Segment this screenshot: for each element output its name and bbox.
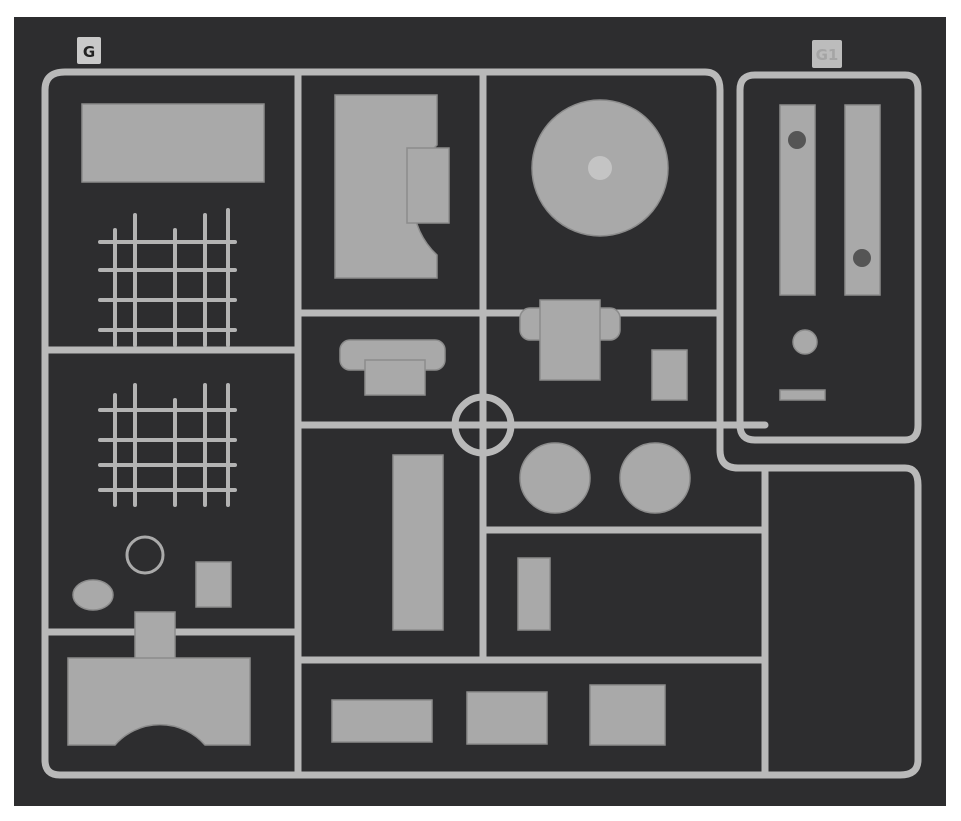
sprue-frame-g1 — [736, 71, 922, 444]
sprue-parts — [67, 94, 826, 746]
grille-parts — [98, 208, 237, 507]
sprue-label-tab-g1: G1 — [812, 40, 842, 68]
sprue-label-g1: G1 — [816, 46, 839, 64]
sprue-label-tab-g: G — [77, 37, 101, 64]
sprue-label-g: G — [83, 43, 95, 61]
